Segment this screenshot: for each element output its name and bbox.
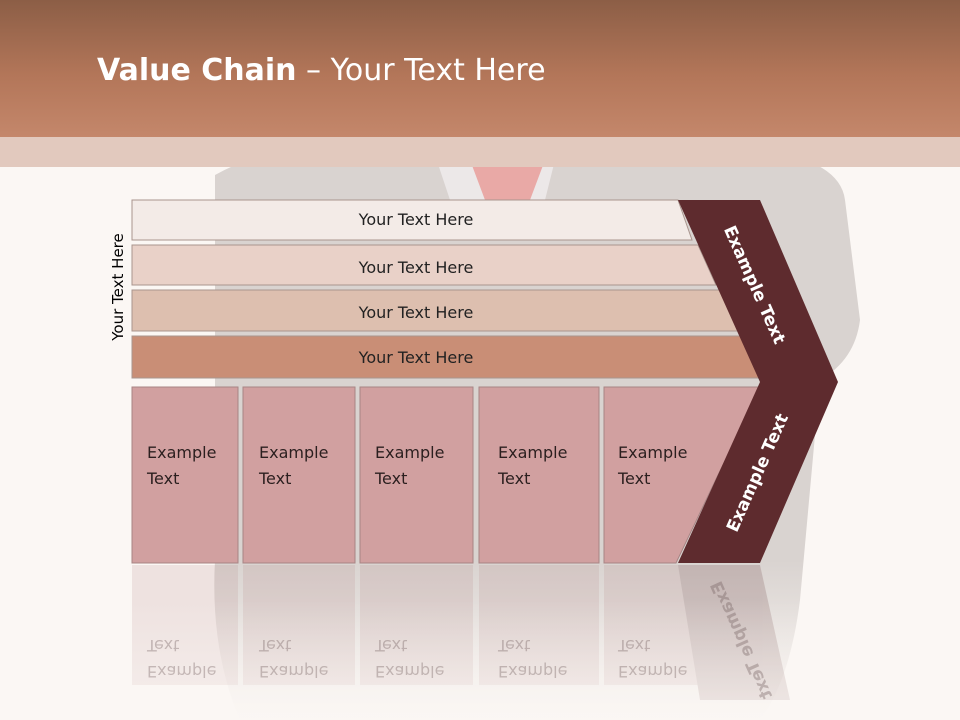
column-label-1-reflection: Example Text — [147, 636, 217, 681]
header-bar — [0, 0, 960, 137]
column-label-4: Example Text — [498, 443, 568, 488]
value-chevron — [678, 200, 838, 563]
row-label-3: Your Text Here — [358, 303, 474, 322]
column-label-1: Example Text — [147, 443, 217, 488]
title-rest: – Your Text Here — [296, 53, 546, 88]
primary-column-2 — [242, 386, 356, 564]
row-label-2: Your Text Here — [358, 258, 474, 277]
column-label-5: Example Text — [618, 443, 688, 488]
primary-column-3 — [359, 386, 474, 564]
title-bold: Value Chain — [97, 53, 297, 88]
column-label-4-reflection: Example Text — [498, 636, 568, 681]
primary-column-5 — [603, 386, 763, 564]
primary-column-4 — [478, 386, 600, 564]
column-label-2-reflection: Example Text — [259, 636, 329, 681]
row-label-4: Your Text Here — [358, 348, 474, 367]
column-label-3-reflection: Example Text — [375, 636, 445, 681]
column-label-5-reflection: Example Text — [618, 636, 688, 681]
side-label: Your Text Here — [109, 233, 127, 341]
slide-title: Value Chain – Your Text Here — [97, 53, 546, 88]
primary-column-1 — [131, 386, 239, 564]
row-label-1: Your Text Here — [358, 210, 474, 229]
header-band — [0, 137, 960, 167]
column-label-3: Example Text — [375, 443, 445, 488]
support-row-1 — [131, 199, 693, 241]
support-row-2 — [131, 244, 717, 286]
column-label-2: Example Text — [259, 443, 329, 488]
